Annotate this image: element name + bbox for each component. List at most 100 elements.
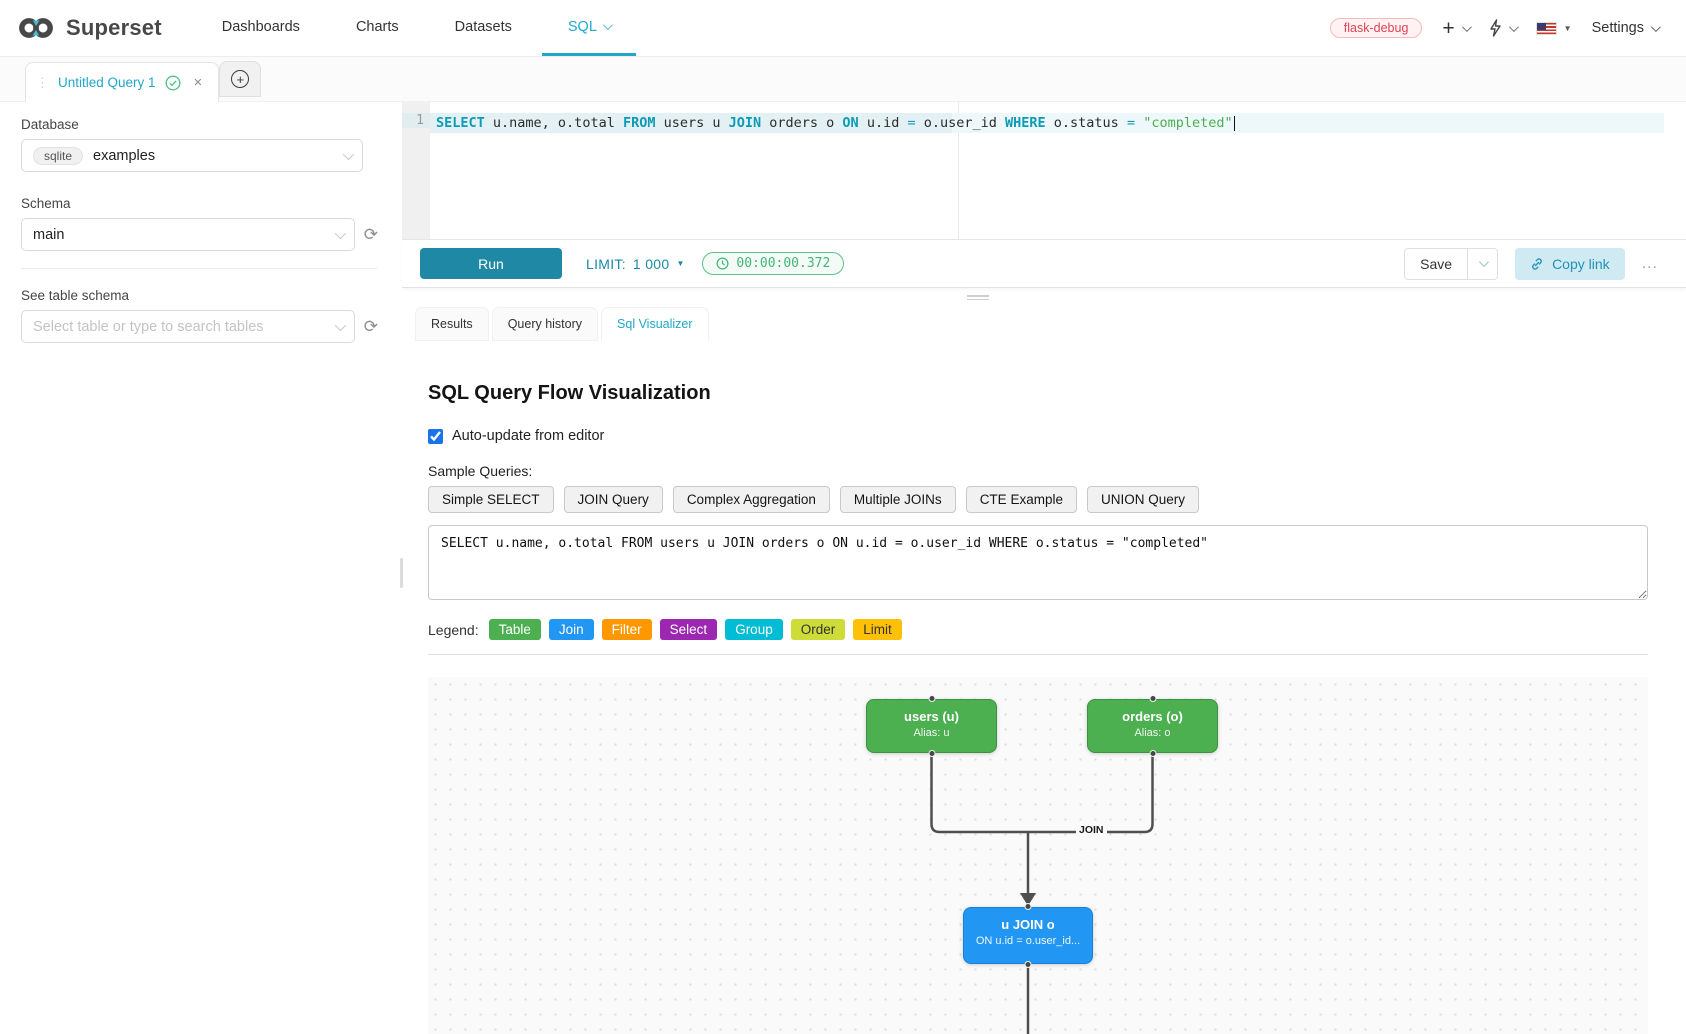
- connection-handle[interactable]: [928, 750, 935, 757]
- flow-edges: [930, 753, 1154, 1034]
- query-tab-active[interactable]: ⋮ Untitled Query 1 ×: [25, 62, 220, 102]
- caret-down-icon: ▼: [676, 259, 685, 268]
- sql-lab-workspace: Database sqlite examples Schema main ⟳ S…: [0, 102, 1686, 1034]
- editor-pane: 1 SELECT u.name, o.total FROM users u JO…: [402, 102, 1686, 1034]
- refresh-schemas-icon[interactable]: ⟳: [363, 225, 378, 244]
- sample-union-query-button[interactable]: UNION Query: [1086, 486, 1199, 513]
- copy-link-button[interactable]: Copy link: [1515, 247, 1625, 280]
- chevron-down-icon: [602, 20, 613, 31]
- run-toolbar: Run LIMIT: 1 000 ▼ 00:00:00.372 Save: [402, 240, 1686, 300]
- caret-down-icon: ▼: [1563, 23, 1572, 33]
- auto-update-label[interactable]: Auto-update from editor: [452, 428, 605, 444]
- editor-gutter: 1: [402, 102, 430, 240]
- link-icon: [1532, 257, 1542, 270]
- sample-queries-label: Sample Queries:: [428, 463, 533, 479]
- sample-join-query-button[interactable]: JOIN Query: [563, 486, 663, 513]
- main-nav: Dashboards Charts Datasets SQL: [196, 0, 636, 56]
- sidebar-resizer[interactable]: [400, 558, 403, 588]
- save-split-button: Save: [1404, 247, 1499, 280]
- schema-label: Schema: [21, 196, 71, 211]
- run-button[interactable]: Run: [420, 248, 562, 279]
- flow-node-join[interactable]: u JOIN o ON u.id = o.user_id...: [963, 903, 1093, 968]
- nav-item-sql-label: SQL: [567, 18, 597, 35]
- connection-handle[interactable]: [1024, 903, 1032, 910]
- save-options-button[interactable]: [1468, 247, 1499, 280]
- new-menu-button[interactable]: +: [1442, 16, 1472, 40]
- settings-menu[interactable]: Settings: [1591, 20, 1661, 36]
- limit-value: 1 000: [632, 255, 670, 272]
- close-icon[interactable]: ×: [193, 74, 203, 91]
- database-label: Database: [21, 117, 79, 132]
- plus-icon: +: [1442, 16, 1455, 40]
- chevron-down-icon: [334, 227, 346, 239]
- legend-chip-join: Join: [548, 619, 594, 640]
- legend-chip-group: Group: [725, 619, 783, 640]
- chevron-down-icon: [334, 319, 346, 331]
- legend-row: Legend: Table Join Filter Select Group O…: [428, 619, 1648, 640]
- save-button[interactable]: Save: [1404, 247, 1469, 280]
- connection-handle[interactable]: [1024, 961, 1032, 968]
- query-tabstrip: ⋮ Untitled Query 1 × +: [0, 57, 1686, 102]
- language-picker[interactable]: ▼: [1535, 21, 1572, 35]
- nav-item-datasets[interactable]: Datasets: [454, 18, 512, 35]
- more-actions-button[interactable]: ...: [1641, 254, 1658, 272]
- print-margin-line: [958, 102, 959, 240]
- schema-select[interactable]: main: [21, 218, 355, 251]
- node-title: u JOIN o: [1001, 917, 1055, 932]
- flow-canvas[interactable]: users (u) Alias: u orders (o) Alias: o u…: [428, 677, 1648, 1034]
- drag-handle-icon[interactable]: ⋮: [36, 75, 49, 90]
- superset-logo[interactable]: Superset: [16, 13, 162, 43]
- clock-icon: [716, 257, 729, 270]
- add-tab-icon: +: [231, 70, 250, 88]
- nav-item-dashboards[interactable]: Dashboards: [221, 18, 300, 35]
- chevron-down-icon: [1650, 21, 1661, 32]
- connection-handle[interactable]: [1149, 750, 1156, 757]
- tab-query-history[interactable]: Query history: [491, 307, 599, 341]
- new-query-tab-button[interactable]: +: [219, 61, 262, 97]
- table-select[interactable]: [21, 310, 355, 343]
- connection-handle[interactable]: [1149, 695, 1156, 702]
- flow-sql-input[interactable]: [428, 525, 1648, 600]
- node-title: orders (o): [1122, 709, 1183, 724]
- check-circle-icon: [165, 74, 181, 91]
- auto-update-row: Auto-update from editor: [428, 428, 1648, 444]
- query-search-button[interactable]: [1489, 19, 1519, 37]
- sample-multiple-joins-button[interactable]: Multiple JOINs: [839, 486, 956, 513]
- query-tab-title: Untitled Query 1: [58, 75, 156, 90]
- editor-code-area[interactable]: SELECT u.name, o.total FROM users u JOIN…: [430, 102, 1686, 240]
- flow-node-users[interactable]: users (u) Alias: u: [866, 695, 997, 757]
- nav-item-sql[interactable]: SQL: [541, 0, 636, 56]
- sidebar-divider: [21, 268, 377, 269]
- sample-simple-select-button[interactable]: Simple SELECT: [428, 486, 554, 513]
- legend-chip-select: Select: [659, 619, 718, 640]
- code-line: SELECT u.name, o.total FROM users u JOIN…: [430, 113, 1664, 133]
- pane-resize-handle[interactable]: [967, 293, 989, 302]
- limit-dropdown[interactable]: LIMIT: 1 000 ▼: [586, 256, 684, 272]
- refresh-tables-icon[interactable]: ⟳: [363, 317, 378, 336]
- chevron-down-icon: [1461, 21, 1472, 32]
- flow-node-orders[interactable]: orders (o) Alias: o: [1087, 695, 1218, 757]
- auto-update-checkbox[interactable]: [428, 428, 443, 444]
- section-divider: [428, 654, 1648, 655]
- sql-lab-sidebar: Database sqlite examples Schema main ⟳ S…: [0, 102, 402, 1034]
- database-select-value: examples: [93, 147, 156, 164]
- tab-sql-visualizer[interactable]: Sql Visualizer: [601, 307, 709, 341]
- sample-cte-example-button[interactable]: CTE Example: [965, 486, 1077, 513]
- settings-label: Settings: [1591, 20, 1644, 36]
- query-timer-badge: 00:00:00.372: [702, 252, 845, 275]
- sample-complex-aggregation-button[interactable]: Complex Aggregation: [672, 486, 830, 513]
- nav-item-charts[interactable]: Charts: [355, 18, 399, 35]
- node-subtitle: Alias: o: [1134, 727, 1171, 739]
- database-select[interactable]: sqlite examples: [21, 139, 363, 172]
- tab-results[interactable]: Results: [415, 307, 489, 341]
- copy-link-label: Copy link: [1552, 255, 1610, 272]
- legend-label: Legend:: [428, 621, 479, 638]
- join-edge-label: JOIN: [1076, 824, 1107, 836]
- sql-code-editor[interactable]: 1 SELECT u.name, o.total FROM users u JO…: [402, 102, 1686, 241]
- environment-badge: flask-debug: [1329, 18, 1423, 38]
- table-search-input[interactable]: [33, 318, 335, 335]
- connection-handle[interactable]: [928, 695, 935, 702]
- line-number: 1: [402, 113, 430, 128]
- brand-name: Superset: [66, 15, 162, 40]
- node-subtitle: Alias: u: [913, 727, 950, 739]
